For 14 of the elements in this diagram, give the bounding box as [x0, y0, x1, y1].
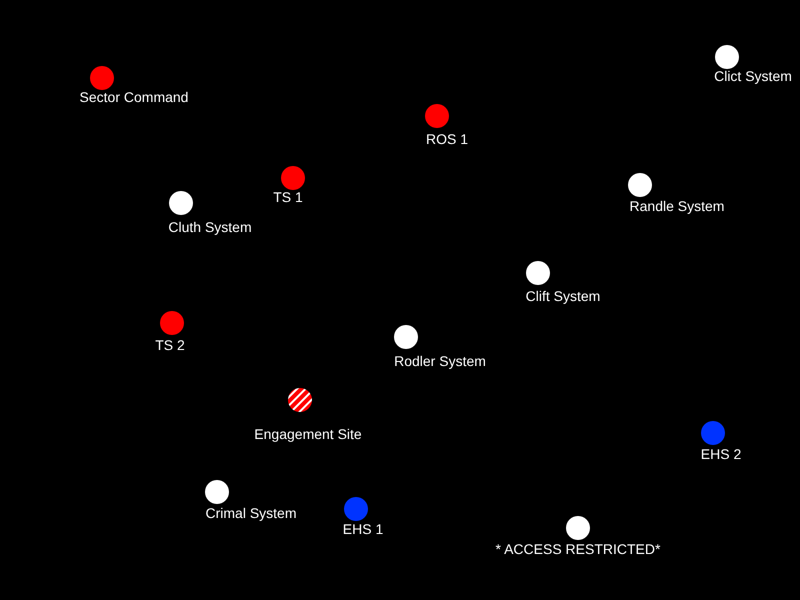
- location-label: Clift System: [526, 288, 600, 305]
- location-label: EHS 2: [700, 446, 742, 463]
- location-label: Randle System: [630, 198, 724, 215]
- location-label: EHS 1: [342, 521, 384, 538]
- location-label: Rodler System: [394, 353, 486, 370]
- location-label: Engagement Site: [254, 426, 362, 443]
- location-label: * ACCESS RESTRICTED*: [496, 541, 660, 558]
- location-label: Clict System: [714, 68, 792, 85]
- location-label: TS 2: [155, 337, 185, 354]
- location-label: ROS 1: [426, 131, 468, 148]
- location-label: Sector Command: [80, 89, 188, 106]
- location-label: TS 1: [273, 189, 303, 206]
- location-label: Crimal System: [206, 505, 296, 522]
- location-label: Cluth System: [168, 219, 252, 236]
